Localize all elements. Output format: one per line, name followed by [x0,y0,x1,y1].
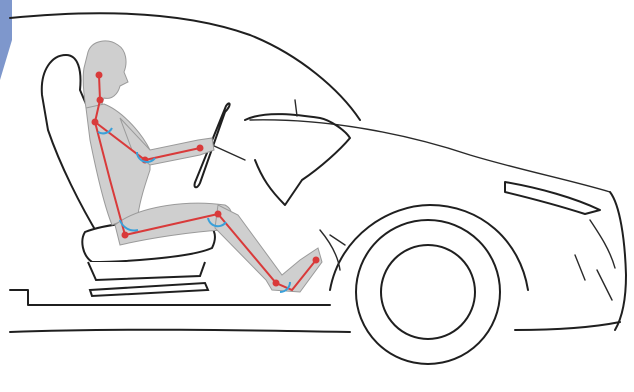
joint-neck [97,97,104,104]
front-wheel-tire [356,220,500,364]
seat-rail [90,283,208,296]
joint-head [96,72,103,79]
dashboard [245,114,350,205]
driver-head [83,41,128,110]
joint-shoulder [92,119,99,126]
driver-lower-leg [215,205,322,292]
joint-hip [122,232,129,239]
footwell-wall [320,230,345,270]
front-wheel-rim [381,245,475,339]
headlight [505,182,600,214]
left-accent-bar [0,0,12,80]
joint-ankle [273,280,280,287]
joint-wrist [197,145,204,152]
car-underbody [10,322,620,332]
seat-base [88,262,205,280]
joint-knee [215,211,222,218]
joint-toe [313,257,320,264]
car-hood-line [250,120,610,192]
steering-column [212,145,245,160]
grille [575,220,615,300]
dashboard-post [295,100,297,116]
